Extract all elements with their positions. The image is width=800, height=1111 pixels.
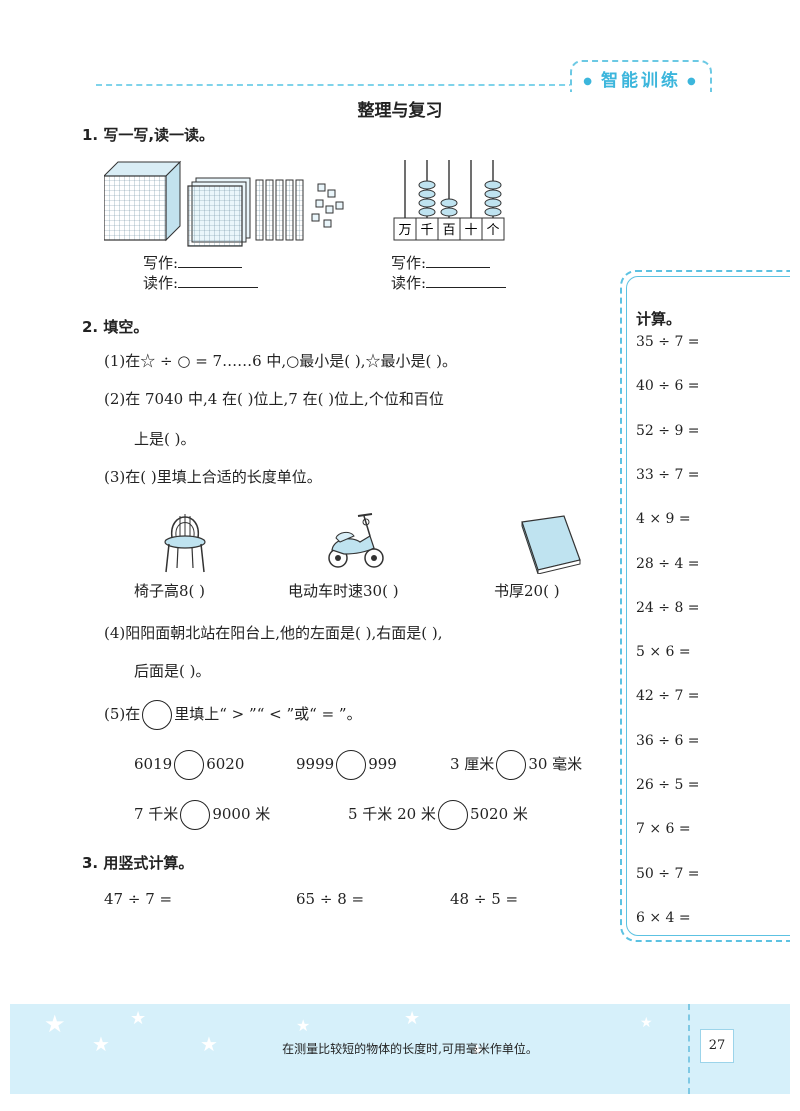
abacus-place-label: 十 — [464, 223, 477, 238]
compare-answer-circle[interactable] — [336, 750, 367, 780]
calc-item: 28 ÷ 4 = — [636, 555, 700, 572]
footer-divider — [688, 1004, 690, 1094]
abacus-bead — [418, 180, 436, 190]
calc-panel-border — [620, 270, 790, 942]
vertical-calc-item: 48 ÷ 5 = — [450, 890, 519, 908]
q2-part-2b: 上是( )。 — [134, 430, 196, 448]
star-icon: ★ — [92, 1032, 110, 1056]
q1-left-read: 读作: — [143, 272, 259, 293]
abacus-bead — [484, 198, 502, 208]
abacus-bead — [440, 198, 458, 208]
abacus-place-label: 百 — [442, 223, 455, 238]
page-title: 整理与复习 — [357, 101, 443, 121]
q1-right-write: 写作: — [391, 252, 491, 273]
calc-item: 7 × 6 = — [636, 821, 691, 838]
q1-left-write: 写作: — [143, 252, 243, 273]
header-tab — [570, 60, 712, 92]
abacus-bead — [418, 189, 436, 199]
star-icon: ★ — [44, 1010, 66, 1038]
header-tab-label: ●智能训练● — [570, 66, 712, 91]
star-icon: ★ — [130, 1008, 147, 1029]
base-ten-blocks-illustration — [104, 160, 344, 247]
book-thickness: 书厚20( ) — [494, 582, 560, 600]
abacus-place-box — [481, 217, 505, 241]
abacus-place-label: 个 — [486, 223, 499, 238]
chair-height: 椅子高8( ) — [134, 582, 206, 600]
q2-part-4b: 后面是( )。 — [134, 662, 211, 680]
abacus-bead — [440, 207, 458, 217]
answer-blank[interactable] — [178, 274, 259, 288]
calc-panel-title: 计算。 — [636, 310, 682, 328]
question-2-title: 2. 填空。 — [82, 318, 149, 336]
calc-item: 35 ÷ 7 = — [636, 334, 700, 350]
calc-panel — [626, 276, 790, 936]
q2-part-1: (1)在☆ ÷ ○ = 7……6 中,○最小是( ),☆最小是( )。 — [104, 352, 457, 370]
abacus-place-label: 万 — [398, 223, 411, 238]
answer-blank[interactable] — [426, 274, 507, 288]
bullet-icon: ● — [687, 75, 699, 87]
q2-part-5: (5)在里填上“ > ”“ < ”或“ = ”。 — [104, 700, 362, 730]
calc-item: 4 × 9 = — [636, 511, 691, 528]
star-icon: ★ — [404, 1008, 421, 1029]
compare-circle-icon — [142, 700, 173, 730]
star-icon: ★ — [470, 1040, 485, 1059]
calc-item: 5 × 6 = — [636, 644, 691, 661]
q1-right-read: 读作: — [391, 272, 507, 293]
calc-item: 33 ÷ 7 = — [636, 466, 700, 483]
answer-blank[interactable] — [426, 254, 491, 268]
page-number: 27 — [700, 1029, 734, 1063]
abacus-bead — [484, 180, 502, 190]
abacus-bead — [418, 198, 436, 208]
compare-answer-circle[interactable] — [180, 800, 211, 830]
abacus-place-label: 千 — [420, 223, 433, 238]
abacus-illustration: 万千百十个 — [393, 160, 505, 241]
header-rule — [96, 84, 706, 86]
calc-item: 24 ÷ 8 = — [636, 599, 700, 616]
calc-item: 36 ÷ 6 = — [636, 732, 700, 749]
chair-icon — [164, 514, 206, 573]
calc-item: 40 ÷ 6 = — [636, 378, 700, 395]
footer-tip: 在测量比较短的物体的长度时,可用毫米作单位。 — [282, 1042, 538, 1056]
compare-answer-circle[interactable] — [174, 750, 205, 780]
scooter-speed: 电动车时速30( ) — [288, 582, 399, 600]
abacus-bead — [418, 207, 436, 217]
abacus-bead — [484, 207, 502, 217]
compare-answer-circle[interactable] — [437, 800, 468, 830]
question-3-title: 3. 用竖式计算。 — [82, 854, 194, 872]
calc-item: 52 ÷ 9 = — [636, 422, 700, 439]
star-icon: ★ — [296, 1016, 311, 1035]
calc-item: 42 ÷ 7 = — [636, 688, 700, 705]
calc-item: 50 ÷ 7 = — [636, 865, 700, 882]
q2-part-3: (3)在( )里填上合适的长度单位。 — [104, 468, 322, 486]
q2-part-4a: (4)阳阳面朝北站在阳台上,他的左面是( ),右面是( ), — [104, 624, 443, 642]
star-icon: ★ — [640, 1015, 653, 1031]
compare-answer-circle[interactable] — [496, 750, 527, 780]
footer-banner — [10, 1004, 790, 1094]
book-icon — [521, 515, 581, 574]
scooter-icon — [328, 513, 384, 568]
abacus-bead — [484, 189, 502, 199]
vertical-calc-item: 65 ÷ 8 = — [296, 890, 365, 908]
q2-part-2a: (2)在 7040 中,4 在( )位上,7 在( )位上,个位和百位 — [104, 390, 444, 408]
calc-item: 26 ÷ 5 = — [636, 777, 700, 793]
calc-item: 6 × 4 = — [636, 909, 691, 926]
vertical-calc-item: 47 ÷ 7 = — [104, 890, 173, 908]
answer-blank[interactable] — [178, 254, 243, 268]
question-1-title: 1. 写一写,读一读。 — [82, 126, 215, 144]
bullet-icon: ● — [583, 75, 595, 87]
star-icon: ★ — [200, 1032, 218, 1056]
